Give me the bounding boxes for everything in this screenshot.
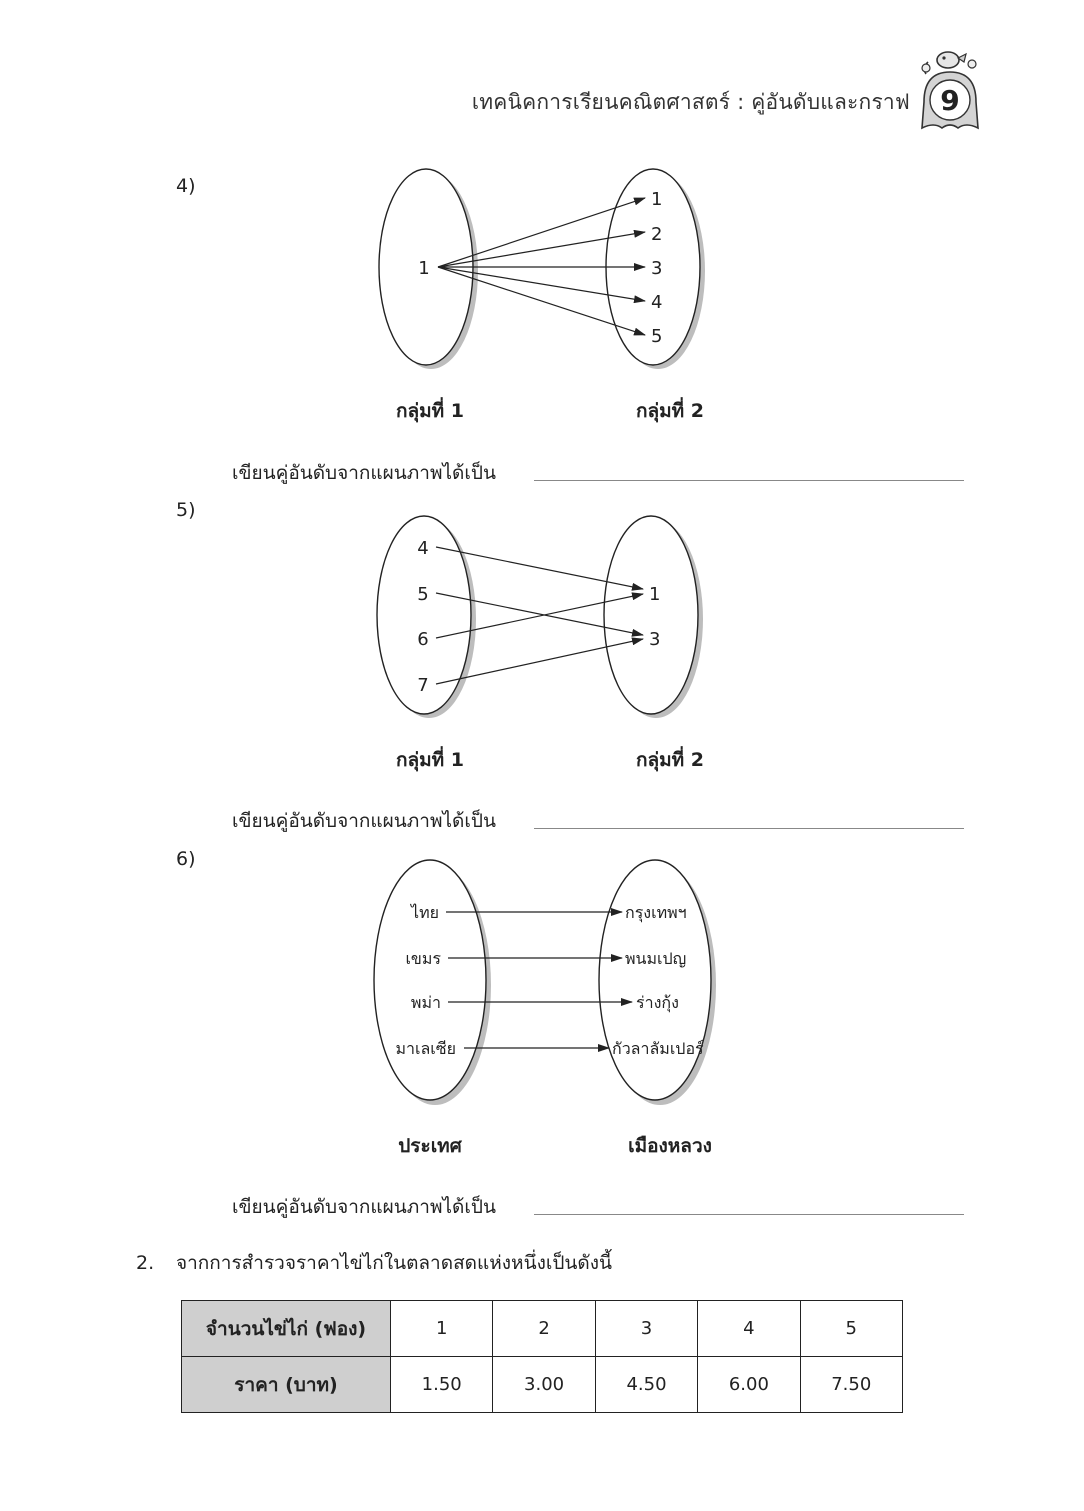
diagram-5-left-item: 6 xyxy=(417,629,428,650)
diagram-6-left-item: มาเลเซีย xyxy=(395,1039,456,1058)
diagram-4: 1 1 2 3 4 5 xyxy=(378,168,705,369)
diagram-6-left-set xyxy=(373,859,487,1101)
diagram-6-left-item: ไทย xyxy=(409,903,439,922)
mascot-page-badge: 9 xyxy=(921,51,979,130)
table-cell: 3 xyxy=(594,1300,699,1357)
diagram-5-left-label: กลุ่มที่ 1 xyxy=(395,749,465,771)
diagram-5-arrow xyxy=(435,592,644,637)
diagram-5-right-item: 1 xyxy=(649,584,660,605)
diagram-5-left-item: 5 xyxy=(417,584,428,605)
diagram-6-right-set xyxy=(598,859,712,1101)
table-row-header: ราคา (บาท) xyxy=(181,1356,391,1413)
diagram-5-answer-row: เขียนคู่อันดับจากแผนภาพได้เป็น xyxy=(232,806,972,836)
diagram-5-arrow xyxy=(435,637,644,685)
table-cell: 7.50 xyxy=(799,1356,904,1413)
diagram-4-arrow xyxy=(437,266,646,336)
question-2-number: 2. xyxy=(136,1252,155,1274)
diagram-5-left-item: 4 xyxy=(417,538,428,559)
diagram-6-left-item: พม่า xyxy=(411,993,441,1012)
diagram-6-left-label: ประเทศ xyxy=(398,1135,462,1157)
egg-price-table: จำนวนไข่ไก่ (ฟอง) 1 2 3 4 5 ราคา (บาท) 1… xyxy=(181,1300,904,1413)
table-cell: 5 xyxy=(799,1300,904,1357)
diagram-5-right-item: 3 xyxy=(649,629,660,650)
diagram-6-number: 6) xyxy=(176,848,196,870)
diagram-5: 4 5 6 7 1 3 xyxy=(376,515,703,718)
question-2-text: จากการสำรวจราคาไข่ไก่ในตลาดสดแห่งหนึ่งเป… xyxy=(176,1252,612,1274)
diagram-4-right-item: 2 xyxy=(651,224,662,245)
table-row: ราคา (บาท) 1.50 3.00 4.50 6.00 7.50 xyxy=(181,1356,904,1413)
table-cell: 2 xyxy=(492,1300,596,1357)
diagram-5-left-item: 7 xyxy=(417,675,428,696)
diagram-4-right-item: 3 xyxy=(651,258,662,279)
diagram-4-right-label: กลุ่มที่ 2 xyxy=(635,400,705,422)
diagram-4-arrow xyxy=(437,197,646,268)
answer-line[interactable] xyxy=(534,480,964,481)
write-prompt: เขียนคู่อันดับจากแผนภาพได้เป็น xyxy=(232,810,496,832)
diagram-5-left-set xyxy=(376,515,472,715)
write-prompt: เขียนคู่อันดับจากแผนภาพได้เป็น xyxy=(232,462,496,484)
mascot-head-shape xyxy=(936,51,960,69)
table-cell: 3.00 xyxy=(492,1356,596,1413)
diagram-6-left-item: เขมร xyxy=(405,949,441,968)
diagram-6-right-item: ร่างกุ้ง xyxy=(636,993,679,1013)
answer-line[interactable] xyxy=(534,1214,964,1215)
table-cell: 1 xyxy=(389,1300,494,1357)
diagram-5-right-label: กลุ่มที่ 2 xyxy=(635,749,705,771)
diagram-5-arrow xyxy=(435,592,644,639)
page-header-title: เทคนิคการเรียนคณิตศาสตร์ : คู่อันดับและก… xyxy=(471,90,910,114)
diagram-4-left-item: 1 xyxy=(418,258,429,279)
diagram-5-arrow xyxy=(435,546,644,591)
diagram-4-right-item: 1 xyxy=(651,189,662,210)
diagram-4-right-item: 5 xyxy=(651,326,662,347)
page-number: 9 xyxy=(940,84,959,117)
diagram-4-answer-row: เขียนคู่อันดับจากแผนภาพได้เป็น xyxy=(232,458,972,488)
diagram-6-right-item: กรุงเทพฯ xyxy=(625,903,687,923)
diagram-5-number: 5) xyxy=(176,499,196,521)
diagram-6-right-item: กัวลาลัมเปอร์ xyxy=(612,1039,704,1058)
question-2: 2. จากการสำรวจราคาไข่ไก่ในตลาดสดแห่งหนึ่ง… xyxy=(136,1248,612,1278)
table-row-header: จำนวนไข่ไก่ (ฟอง) xyxy=(181,1300,391,1357)
diagram-6-answer-row: เขียนคู่อันดับจากแผนภาพได้เป็น xyxy=(232,1192,972,1222)
diagram-4-number: 4) xyxy=(176,175,196,197)
diagram-4-arrow xyxy=(437,229,646,268)
table-cell: 1.50 xyxy=(389,1356,494,1413)
write-prompt: เขียนคู่อันดับจากแผนภาพได้เป็น xyxy=(232,1196,496,1218)
table-cell: 4 xyxy=(697,1300,801,1357)
table-cell: 6.00 xyxy=(697,1356,801,1413)
diagram-6-right-item: พนมเปญ xyxy=(625,949,686,968)
table-cell: 4.50 xyxy=(594,1356,699,1413)
table-row: จำนวนไข่ไก่ (ฟอง) 1 2 3 4 5 xyxy=(181,1300,904,1357)
diagram-5-right-set xyxy=(603,515,699,715)
answer-line[interactable] xyxy=(534,828,964,829)
diagram-6-right-label: เมืองหลวง xyxy=(628,1135,712,1157)
diagram-4-left-label: กลุ่มที่ 1 xyxy=(395,400,465,422)
diagram-4-right-item: 4 xyxy=(651,292,662,313)
diagram-4-arrow xyxy=(437,266,646,304)
diagram-6: ไทย เขมร พม่า มาเลเซีย กรุงเทพฯ พนมเปญ ร… xyxy=(373,859,716,1105)
